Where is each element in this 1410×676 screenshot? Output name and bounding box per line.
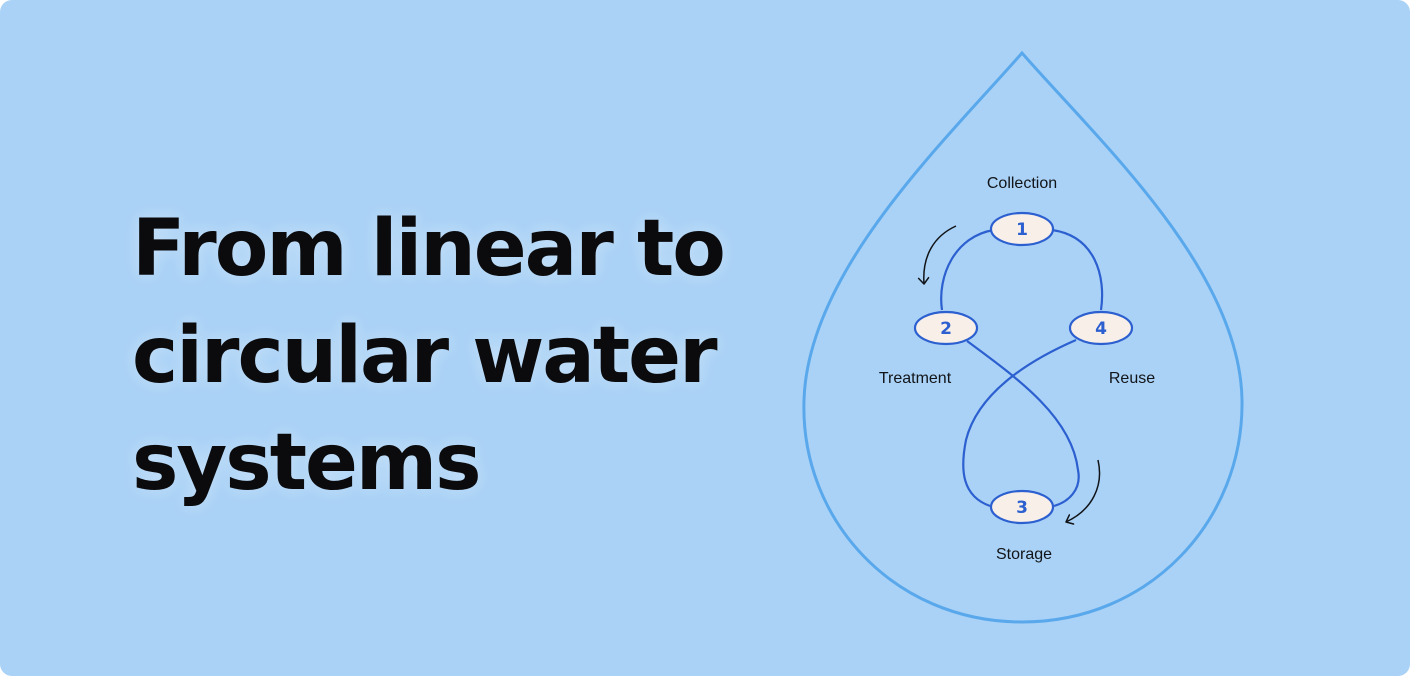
upper-loop-path (940, 228, 1104, 311)
cycle-node-2: 2 (913, 310, 979, 346)
headline-line-3: systems (132, 418, 482, 508)
figure-eight-path (962, 338, 1080, 508)
node-1-number: 1 (1016, 220, 1028, 240)
headline-line-2: circular water (132, 311, 718, 401)
water-drop-outline (802, 50, 1244, 624)
label-treatment: Treatment (879, 370, 952, 387)
cycle-node-1: 1 (989, 211, 1055, 247)
node-3-number: 3 (1016, 498, 1028, 518)
label-storage: Storage (996, 546, 1052, 563)
cycle-node-4: 4 (1068, 310, 1134, 346)
node-2-number: 2 (940, 319, 952, 339)
arrow-counterclockwise-icon (917, 225, 957, 285)
label-collection: Collection (987, 175, 1057, 192)
headline-line-1: From linear to (132, 204, 726, 294)
arrow-clockwise-icon (1065, 459, 1101, 525)
label-reuse: Reuse (1109, 370, 1155, 387)
headline: From linear to circular water systems (132, 196, 726, 517)
node-4-number: 4 (1095, 319, 1107, 339)
cycle-node-3: 3 (989, 489, 1055, 525)
